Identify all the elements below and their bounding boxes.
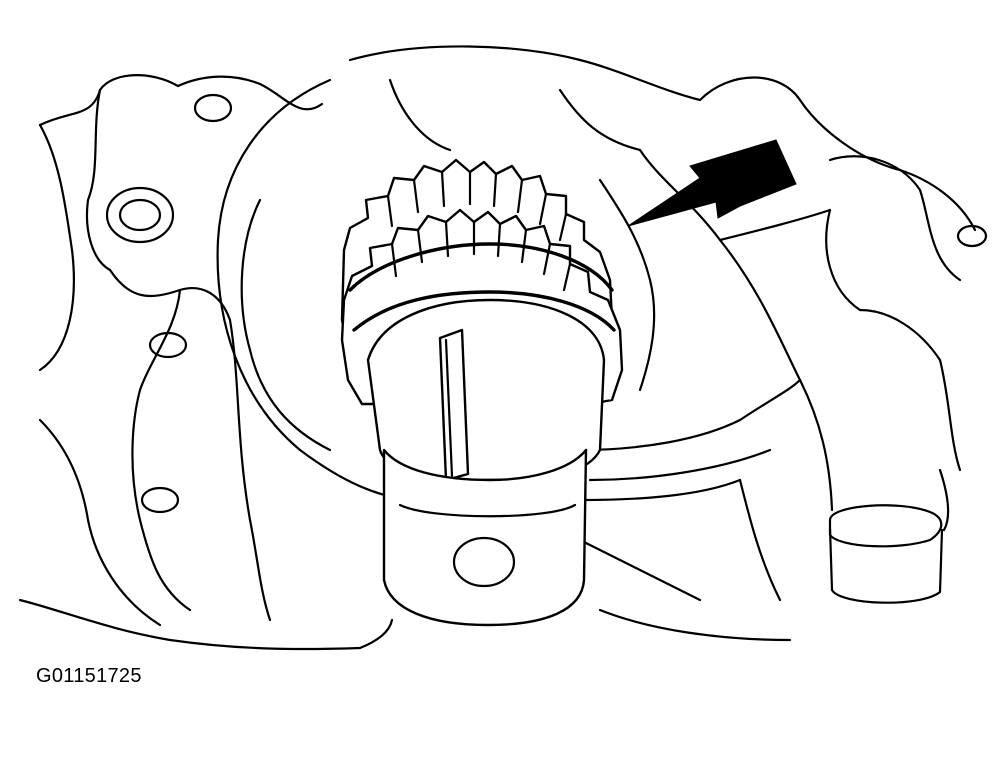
crankshaft-sprocket-assembly [340,158,624,627]
arrow-pointing-down-left-icon [627,139,797,227]
engine-housing-outline [18,45,988,651]
figure-code-label: G01151725 [36,665,142,687]
